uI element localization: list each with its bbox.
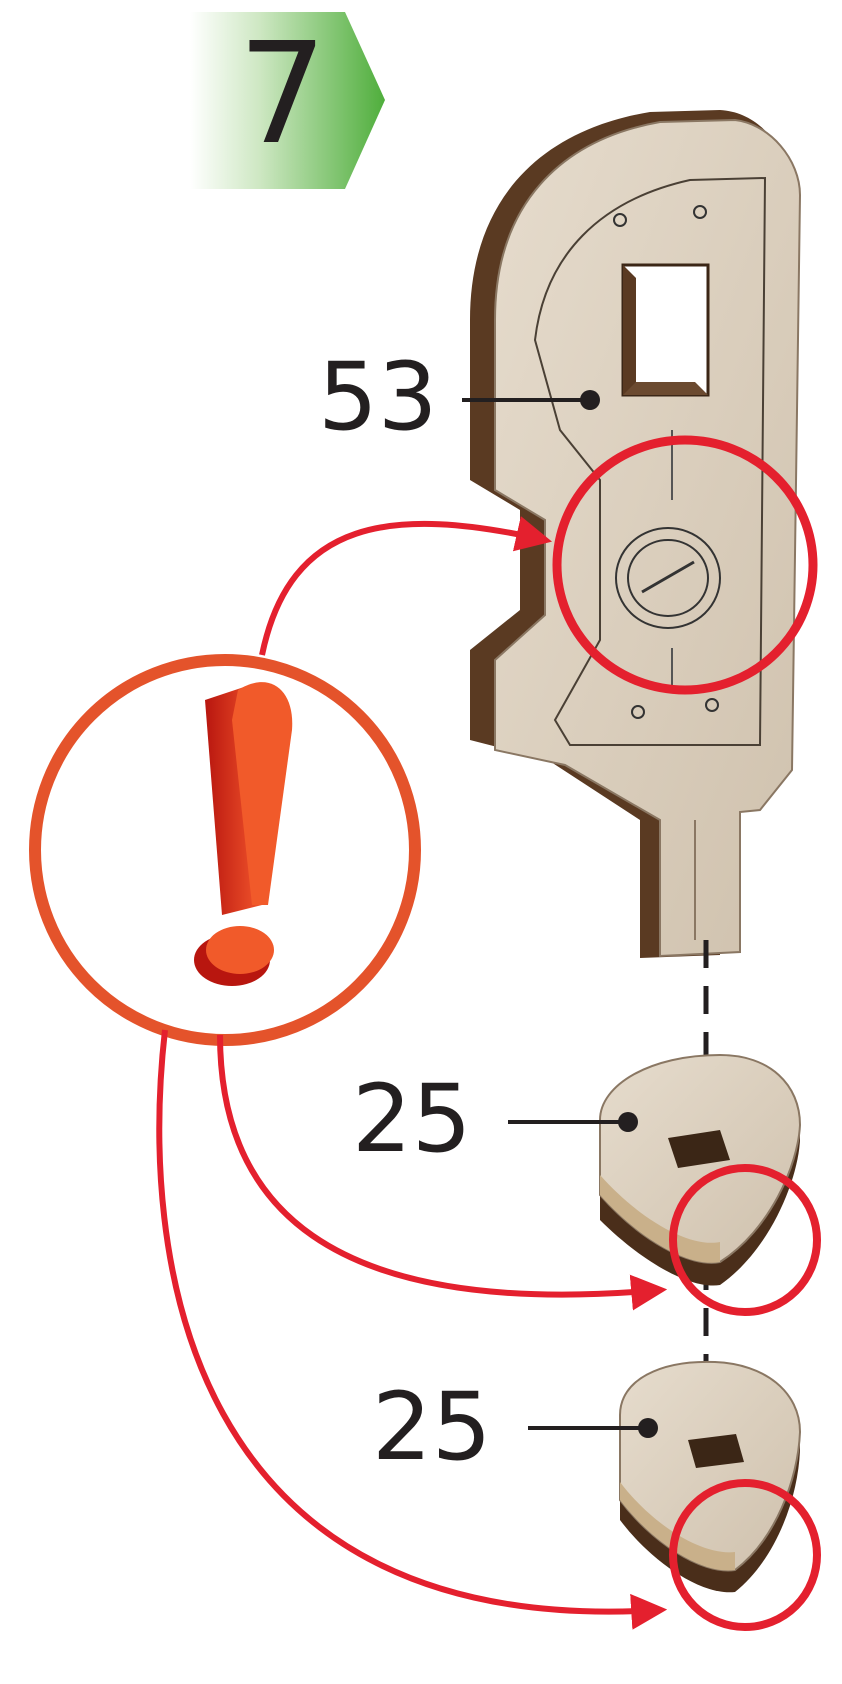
part-label-25-upper: 25 — [352, 1070, 472, 1170]
part-label-25-lower: 25 — [372, 1378, 492, 1478]
part-label-53: 53 — [318, 348, 438, 448]
warning-badge — [35, 660, 415, 1040]
part-25-lower-piece — [528, 1362, 800, 1592]
